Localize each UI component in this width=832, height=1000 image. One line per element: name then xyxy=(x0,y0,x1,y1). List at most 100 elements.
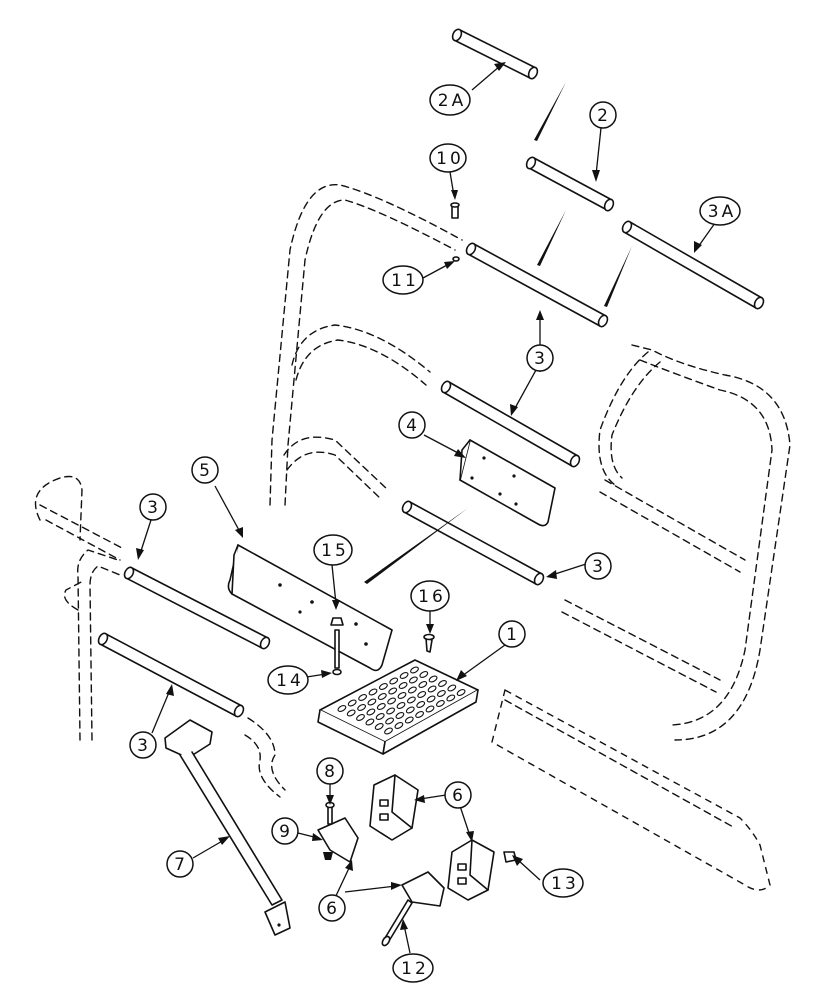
callout-7-label: 7 xyxy=(174,855,188,875)
washer-11 xyxy=(452,256,460,262)
callout-3a: 3A xyxy=(699,196,741,226)
callout-16: 16 xyxy=(410,580,450,612)
tread-perforation xyxy=(436,690,446,697)
tread-perforation xyxy=(447,684,457,692)
tread-perforation xyxy=(388,687,398,695)
bolt-12 xyxy=(381,899,413,947)
callout-11-label: 11 xyxy=(391,271,419,291)
tread-perforation xyxy=(418,681,428,688)
callout-13-label: 13 xyxy=(551,874,579,894)
callout-1-label: 1 xyxy=(506,625,520,645)
tread-perforation xyxy=(427,685,437,693)
callout-4: 4 xyxy=(398,411,426,439)
panel-4 xyxy=(459,439,556,527)
tread-perforation xyxy=(410,666,419,674)
tread-perforation xyxy=(358,694,368,701)
callout-6-lower-label: 6 xyxy=(326,899,340,919)
phantom-side-rail xyxy=(491,688,771,891)
tube-3a xyxy=(621,220,765,310)
bolt-8 xyxy=(325,801,335,825)
callout-10: 10 xyxy=(429,143,467,173)
step-tread-1 xyxy=(317,659,479,755)
tread-perforation xyxy=(415,711,425,718)
bracket-6-lower xyxy=(447,839,495,901)
callout-6-upper: 6 xyxy=(444,781,472,809)
tread-perforation xyxy=(408,676,418,684)
tube-2 xyxy=(525,156,615,212)
callout-10-label: 10 xyxy=(436,149,464,169)
tread-perforation xyxy=(396,702,406,709)
callout-3a-label: 3A xyxy=(708,202,736,222)
tube-3-upper xyxy=(465,242,609,328)
tread-perforation xyxy=(366,708,376,716)
tread-perforation xyxy=(394,722,404,729)
angle-6-lower-left xyxy=(401,871,445,907)
phantom-frame-left xyxy=(34,475,286,798)
tread-perforation xyxy=(346,709,356,717)
callout-15-label: 15 xyxy=(321,541,349,561)
callout-3-mid: 3 xyxy=(584,552,612,580)
tread-perforation xyxy=(428,675,438,683)
tread-perforation xyxy=(438,680,447,687)
tread-perforation xyxy=(368,688,378,696)
bolt-10 xyxy=(450,202,460,219)
tread-perforation xyxy=(417,691,427,698)
tread-perforation xyxy=(426,695,436,703)
tread-perforation xyxy=(385,717,395,725)
tube-3-left-lower xyxy=(97,632,245,718)
tread-perforation xyxy=(404,716,414,724)
tread-perforation xyxy=(397,692,407,699)
leader-wedges xyxy=(364,82,632,584)
brace-7 xyxy=(164,719,291,936)
tread-perforation xyxy=(435,700,445,707)
callout-9-label: 9 xyxy=(279,822,293,842)
callout-16-label: 16 xyxy=(418,587,446,607)
callout-5: 5 xyxy=(191,456,219,484)
tube-3-left-upper xyxy=(123,566,271,650)
callout-12-label: 12 xyxy=(401,959,429,979)
nut-9 xyxy=(323,852,333,860)
callout-8: 8 xyxy=(316,757,344,785)
callout-2a: 2A xyxy=(429,84,471,116)
tread-perforation xyxy=(419,671,429,678)
callout-8-label: 8 xyxy=(324,762,338,782)
tread-perforation xyxy=(377,693,387,700)
tread-perforation xyxy=(405,706,415,714)
tread-perforation xyxy=(387,697,397,705)
tread-perforation xyxy=(374,723,384,730)
callout-6-lower: 6 xyxy=(318,894,346,922)
tread-perforation xyxy=(367,698,377,706)
callout-3-left-label: 3 xyxy=(147,498,161,518)
tread-perforation xyxy=(398,682,408,689)
tread-perforation xyxy=(384,727,393,735)
callout-3-upper-label: 3 xyxy=(534,349,548,369)
tread-perforation xyxy=(337,705,347,712)
tread-perforation xyxy=(446,694,456,702)
callout-14: 14 xyxy=(267,665,309,695)
leader-arrowheads xyxy=(136,62,702,930)
callout-13: 13 xyxy=(542,868,584,898)
tread-perforation xyxy=(425,705,435,713)
callout-11: 11 xyxy=(382,265,424,295)
tread-perforation xyxy=(365,718,375,726)
callout-3-upper: 3 xyxy=(526,344,554,372)
tube-3-middle-right xyxy=(401,500,545,586)
tread-perforation xyxy=(376,703,386,710)
callout-3-lower: 3 xyxy=(129,731,157,759)
tread-perforation xyxy=(416,701,426,708)
callout-2a-label: 2A xyxy=(438,91,466,111)
callout-5-label: 5 xyxy=(199,461,213,481)
callout-9: 9 xyxy=(271,817,299,845)
tread-perforation xyxy=(399,672,409,679)
phantom-frame-right xyxy=(561,344,791,741)
tread-perforation xyxy=(407,686,417,694)
tread-perforation xyxy=(456,689,466,696)
callout-3-mid-label: 3 xyxy=(592,557,606,577)
tread-perforation xyxy=(386,707,396,715)
tube-2a xyxy=(451,28,539,80)
panel-5 xyxy=(227,544,393,672)
bolt-14 xyxy=(332,629,342,676)
tread-perforation xyxy=(378,683,388,690)
callout-4-label: 4 xyxy=(406,416,420,436)
